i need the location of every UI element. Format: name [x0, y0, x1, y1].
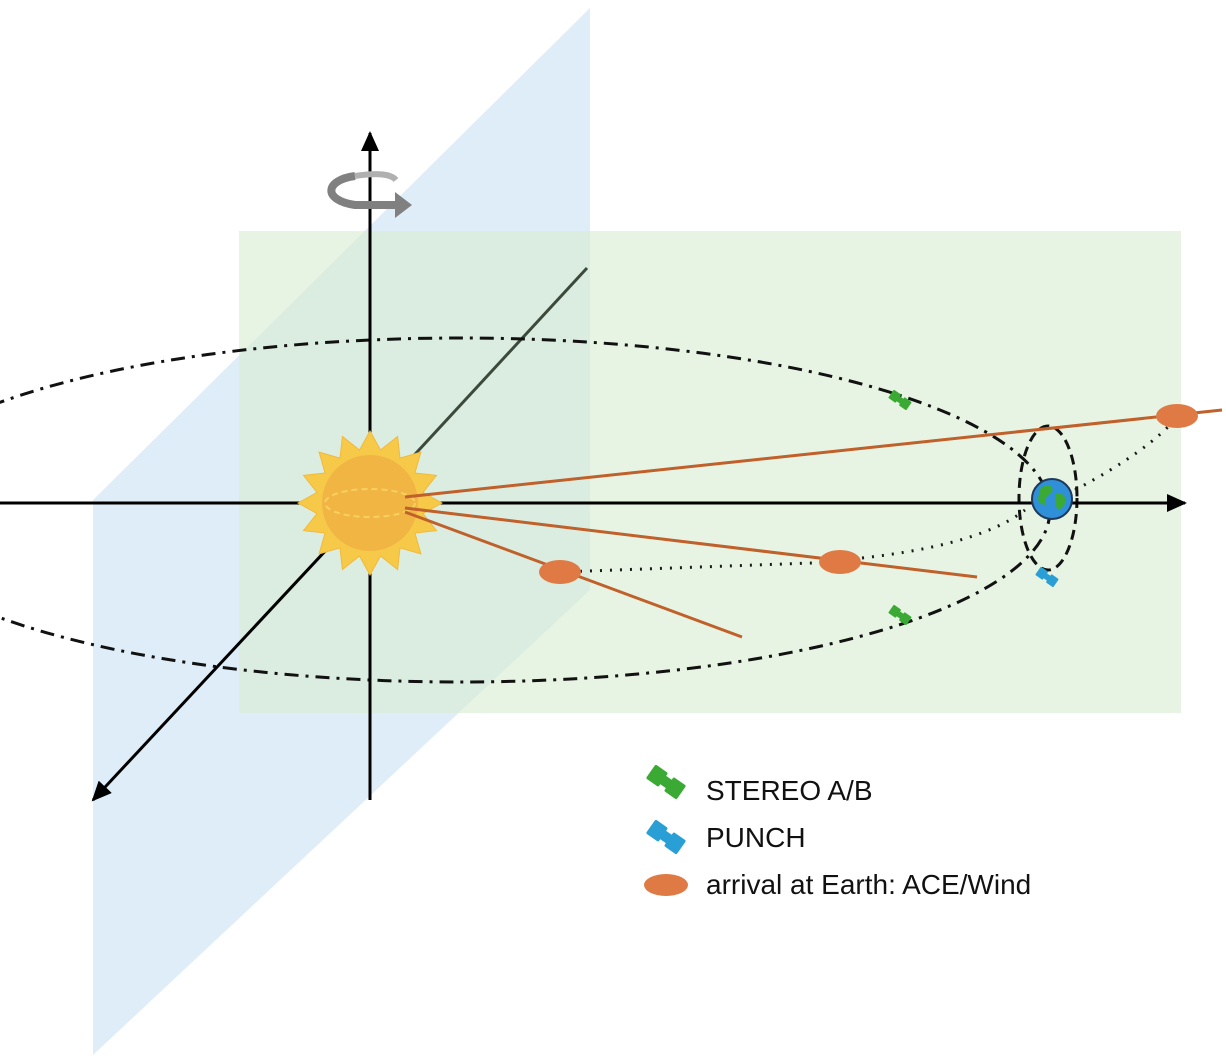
legend-label-punch: PUNCH: [706, 822, 806, 853]
earth-halo-orbit: [1017, 424, 1079, 572]
legend-item-punch: PUNCH: [645, 819, 806, 855]
arrival-marker: [1156, 404, 1198, 428]
satellite-icon: [645, 764, 687, 800]
ellipse-marker: [644, 874, 688, 896]
rotation-arrow-icon: [327, 171, 412, 218]
legend-item-arrival: arrival at Earth: ACE/Wind: [644, 869, 1031, 900]
connection-dots: [559, 416, 1179, 574]
sun-icon: [296, 429, 444, 577]
arrival-marker: [819, 550, 861, 574]
satellite-icon: [645, 819, 687, 855]
legend: STEREO A/B PUNCH arrival at Earth: ACE/W…: [644, 764, 1031, 900]
legend-item-stereo: STEREO A/B: [645, 764, 873, 806]
arrival-marker: [539, 560, 581, 584]
legend-label-stereo: STEREO A/B: [706, 775, 873, 806]
earth-icon: [1031, 478, 1073, 520]
legend-label-arrival: arrival at Earth: ACE/Wind: [706, 869, 1031, 900]
